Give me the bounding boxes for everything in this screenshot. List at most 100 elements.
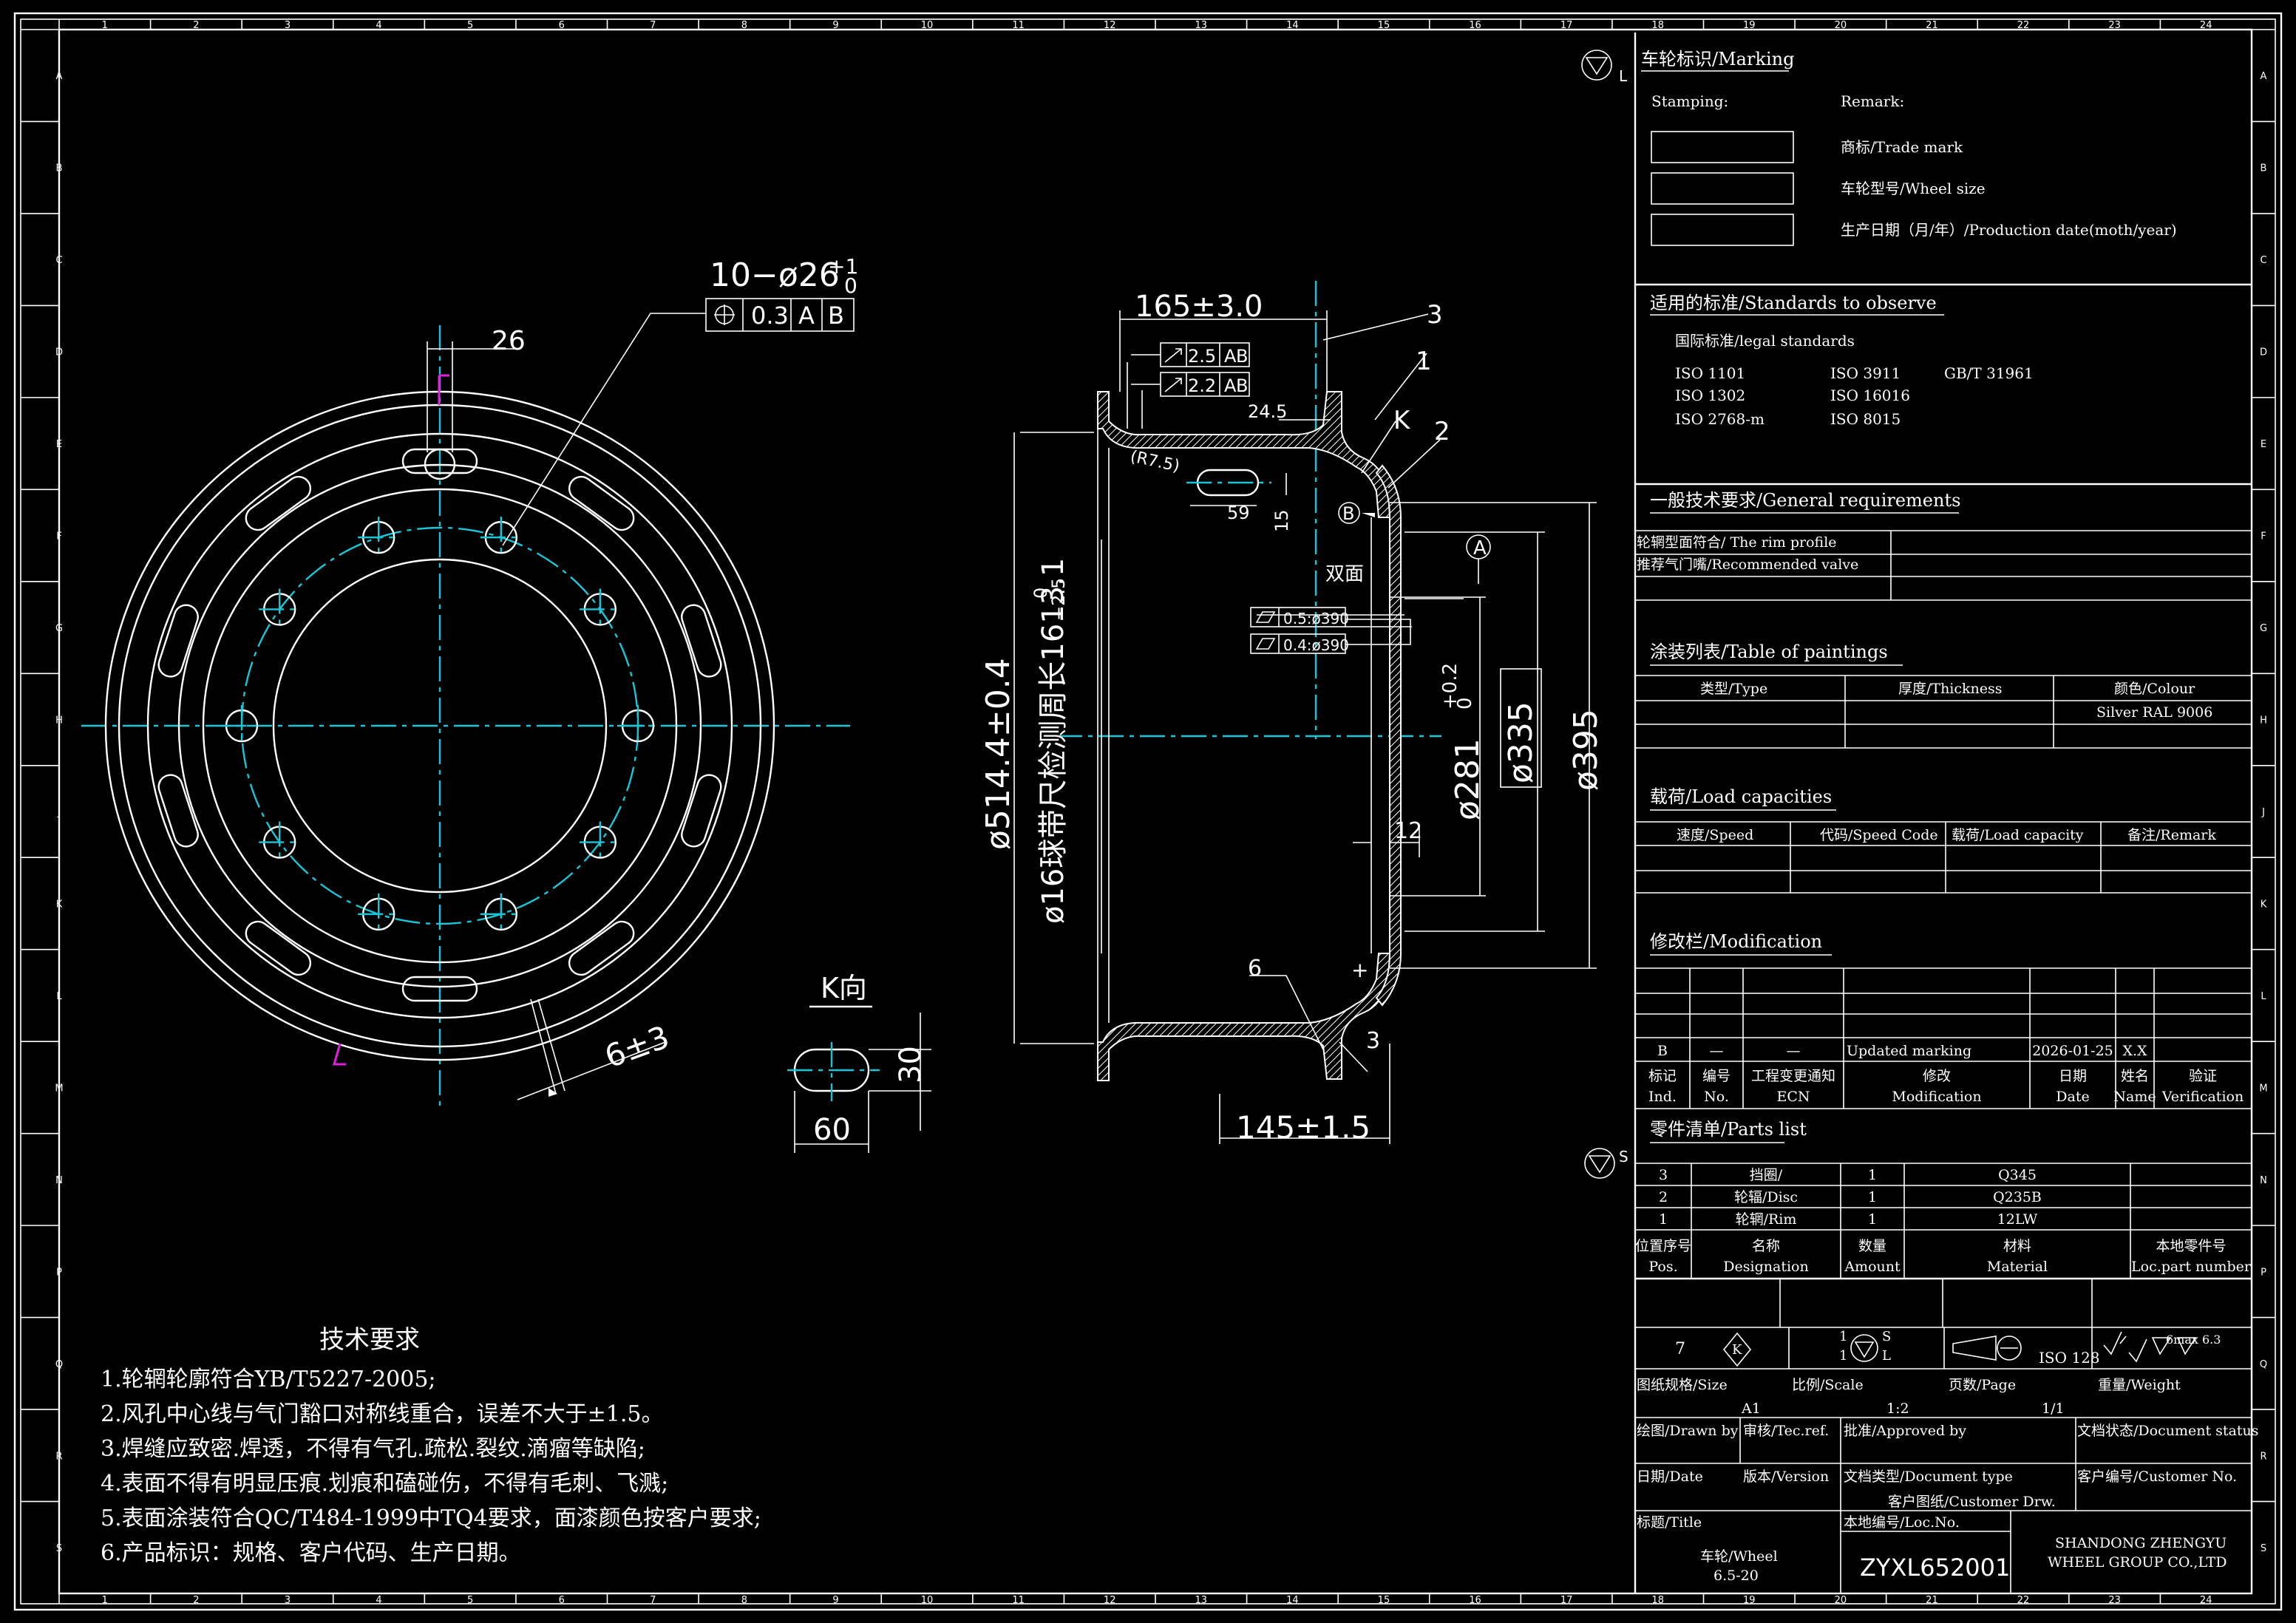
- tech-req-title: 技术要求: [319, 1325, 420, 1355]
- svg-text:A: A: [1473, 537, 1487, 559]
- svg-text:GB/T 31961: GB/T 31961: [1944, 364, 2034, 382]
- zone-col-label: 18: [1651, 1595, 1664, 1606]
- zone-col-label: 11: [1012, 1595, 1025, 1606]
- zone-row-label: N: [55, 1175, 63, 1186]
- circumference-note: ø16球带尺检测周长1613.1: [1036, 558, 1070, 924]
- runout-icon-2: [1164, 378, 1182, 392]
- flatness-frame-1: [1250, 607, 1346, 627]
- tech-req-item: 5.表面涂装符合QC/T484-1999中TQ4要求，面漆颜色按客户要求;: [101, 1505, 761, 1531]
- vent-slot: [681, 604, 722, 678]
- mod-header-cn: 工程变更通知: [1751, 1068, 1835, 1084]
- zone-col-label: 23: [2108, 20, 2121, 31]
- svg-text:推荐气门嘴/Recommended valve: 推荐气门嘴/Recommended valve: [1637, 557, 1858, 573]
- valve-angle-dim: 6±3: [600, 1018, 674, 1075]
- svg-text:L: L: [1882, 1348, 1891, 1364]
- flatness-frame-2: [1250, 633, 1346, 654]
- vent-slot: [568, 920, 635, 976]
- vent-slots: [157, 475, 722, 976]
- mod-header-cn: 标记: [1648, 1068, 1677, 1084]
- zone-col-label: 8: [741, 1595, 747, 1606]
- svg-text:6.5-20: 6.5-20: [1713, 1568, 1759, 1584]
- radius-dim: (R7.5): [1129, 447, 1181, 475]
- zone-col-label: 23: [2108, 1595, 2121, 1606]
- zone-col-label: 10: [921, 1595, 934, 1606]
- svg-text:A: A: [1224, 346, 1237, 367]
- parts-row-cell: 12LW: [1997, 1211, 2038, 1228]
- zone-row-label: E: [56, 439, 62, 450]
- disc-outer-circle: [177, 463, 702, 988]
- vent-slot: [681, 774, 722, 848]
- offset-dim: 145±1.5: [1236, 1109, 1371, 1146]
- parts-row-cell: 2: [1659, 1189, 1668, 1205]
- svg-text:1/1: 1/1: [2042, 1401, 2065, 1417]
- mod-header-cn: 姓名: [2121, 1068, 2149, 1084]
- parts-header-cn: 本地零件号: [2156, 1238, 2226, 1254]
- svg-text:速度/Speed: 速度/Speed: [1677, 827, 1753, 843]
- parts-row-cell: Q235B: [1993, 1189, 2042, 1205]
- parts-row-cell: 轮辐/Disc: [1734, 1189, 1798, 1205]
- zone-row-label: P: [56, 1267, 62, 1278]
- zone-row-label: G: [55, 623, 63, 634]
- svg-text:L: L: [1619, 67, 1628, 85]
- position-tolerance-frame: [705, 298, 855, 332]
- stamp-box-2: [1651, 172, 1794, 205]
- svg-text:零件清单/Parts list: 零件清单/Parts list: [1650, 1119, 1807, 1140]
- svg-text:颜色/Colour: 颜色/Colour: [2114, 681, 2195, 697]
- part-label-2: 2: [1434, 417, 1450, 446]
- vent-slot: [157, 774, 199, 848]
- tech-req-item: 1.轮辋轮廓符合YB/T5227-2005;: [101, 1367, 436, 1392]
- tech-req-item: 3.焊缝应致密.焊透，不得有气孔.疏松.裂纹.滴瘤等缺陷;: [101, 1436, 645, 1462]
- parts-header-cn: 名称: [1752, 1238, 1780, 1254]
- svg-text:标题/Title: 标题/Title: [1637, 1514, 1702, 1531]
- svg-text:页数/Page: 页数/Page: [1949, 1377, 2016, 1393]
- svg-text:生产日期（月/年）/Production date(moth: 生产日期（月/年）/Production date(moth/year): [1841, 221, 2177, 239]
- width-dim: 165±3.0: [1135, 290, 1263, 324]
- svg-text:文档状态/Document status: 文档状态/Document status: [2077, 1423, 2258, 1439]
- projection-symbol-top-icon: [1581, 50, 1612, 81]
- datum-b-circle: [1338, 502, 1360, 524]
- dim-24-5: 24.5: [1248, 401, 1287, 422]
- disc-profile: [1375, 464, 1402, 1007]
- svg-text:B: B: [1236, 346, 1248, 367]
- parts-header-cn: 材料: [2003, 1238, 2031, 1254]
- zone-row-label: D: [2260, 347, 2267, 358]
- zone-col-label: 2: [193, 1595, 199, 1606]
- zone-row-label: A: [56, 71, 63, 82]
- technical-requirements: 技术要求 1.轮辋轮廓符合YB/T5227-2005;2.风孔中心线与气门豁口对…: [101, 1325, 761, 1566]
- zone-col-label: 7: [650, 1595, 656, 1606]
- parts-header-en: Designation: [1723, 1259, 1808, 1275]
- zone-row-label: L: [56, 991, 62, 1002]
- zone-row-label: P: [2261, 1267, 2266, 1278]
- weld-size-3: 3: [1366, 1028, 1380, 1054]
- parts-row-cell: 挡圈/: [1750, 1167, 1783, 1183]
- svg-text:7: 7: [1675, 1340, 1685, 1358]
- svg-text:B: B: [1342, 503, 1354, 524]
- zone-col-label: 13: [1195, 1595, 1208, 1606]
- zone-row-label: R: [2260, 1451, 2266, 1462]
- datum-b-ref: B: [828, 302, 844, 330]
- svg-text:客户图纸/Customer Drw.: 客户图纸/Customer Drw.: [1888, 1494, 2056, 1510]
- hole-callout: 10−ø26: [710, 256, 840, 294]
- svg-text:+0.2: +0.2: [1439, 663, 1461, 710]
- vent-slot: [568, 475, 635, 531]
- datum-a-ref: A: [798, 302, 815, 330]
- svg-text:重量/Weight: 重量/Weight: [2098, 1377, 2181, 1393]
- zone-col-label: 2: [193, 20, 199, 31]
- zone-col-label: 21: [1926, 1595, 1938, 1606]
- mod-header-cn: 验证: [2189, 1068, 2217, 1084]
- projection-cone-icon: [1952, 1336, 2022, 1361]
- mod-header-en: No.: [1704, 1089, 1729, 1105]
- svg-text:0.5:ø390: 0.5:ø390: [1283, 610, 1349, 627]
- zone-col-label: 20: [1835, 1595, 1847, 1606]
- svg-text:绘图/Drawn by: 绘图/Drawn by: [1637, 1423, 1739, 1439]
- diameter-514: ø514.4±0.4: [979, 658, 1017, 850]
- zone-row-label: K: [56, 899, 63, 910]
- stamp-box-3: [1651, 214, 1794, 246]
- zone-col-label: 19: [1743, 20, 1756, 31]
- runout-icon-1: [1164, 348, 1182, 363]
- front-view: [81, 298, 855, 1109]
